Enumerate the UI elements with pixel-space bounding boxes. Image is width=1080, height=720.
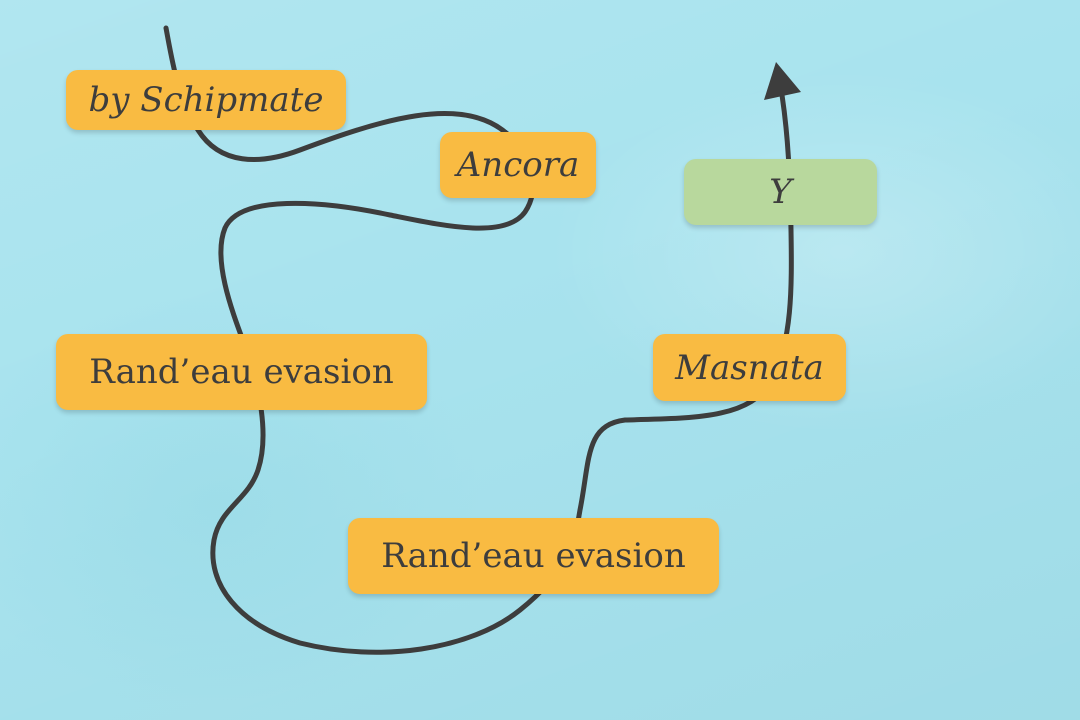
node-by-schipmate: by Schipmate	[66, 70, 346, 130]
route-line	[163, 25, 794, 655]
node-rand-eau-evasion-2: Rand’eau evasion	[348, 518, 719, 594]
node-label: by Schipmate	[88, 80, 324, 120]
node-label: Rand’eau evasion	[89, 352, 394, 392]
node-rand-eau-evasion-1: Rand’eau evasion	[56, 334, 427, 410]
arrowhead	[764, 62, 801, 100]
node-label: Ancora	[456, 145, 580, 185]
node-label: Rand’eau evasion	[381, 536, 686, 576]
node-label: Masnata	[675, 347, 824, 388]
node-y: Y	[684, 159, 877, 225]
node-label: Y	[769, 172, 792, 212]
node-ancora: Ancora	[440, 132, 596, 198]
node-masnata: Masnata	[653, 334, 846, 401]
